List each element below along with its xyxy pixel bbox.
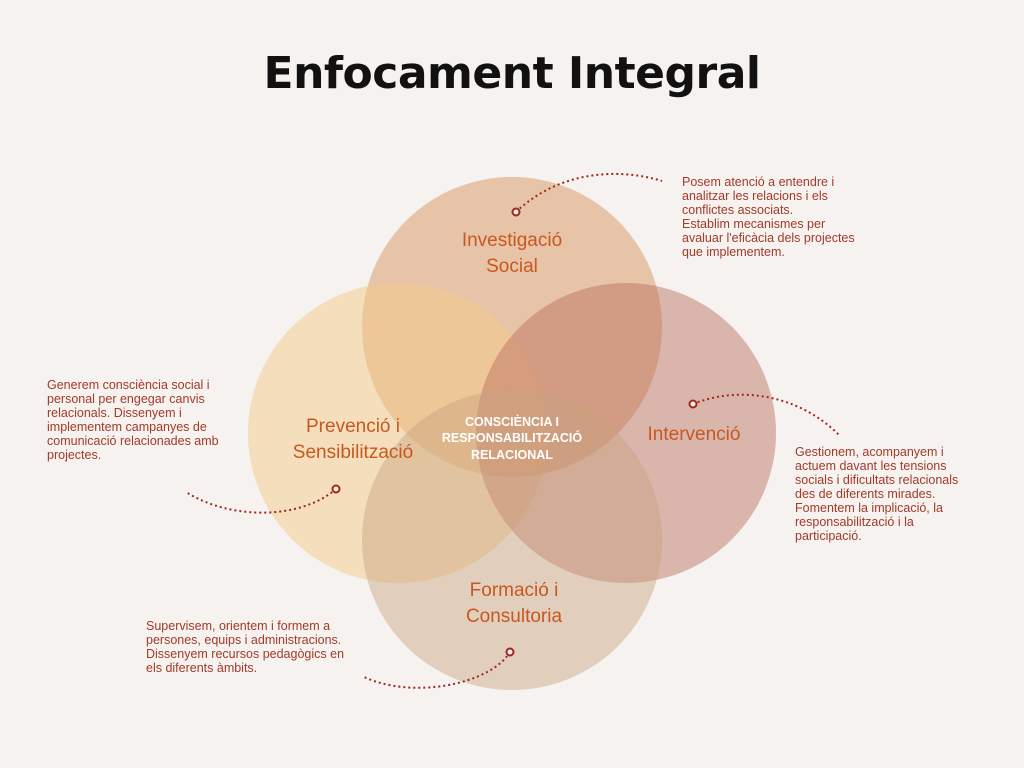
circle-formacio [362,390,662,690]
description-prevencio: Generem consciència social i personal pe… [47,378,219,462]
marker-dot [505,647,515,657]
connector-investigacio [515,172,663,213]
marker-dot [331,484,341,494]
label-line: Social [486,255,538,277]
label-line: Intervenció [647,424,741,445]
description-intervencio: Gestionem, acompanyem i actuem davant le… [795,445,959,543]
center-line: CONSCIÈNCIA I [465,415,559,429]
circle-intervencio [476,283,776,583]
label-line: Consultoria [465,605,563,627]
marker-dot [688,399,698,409]
center-line: RELACIONAL [471,447,553,462]
label-line: Formació i [469,580,559,601]
center-line: RESPONSABILITZACIÓ [441,431,583,446]
page-title: Enfocament Integral [263,48,761,99]
label-formacio: Formació i Consultoria [414,578,614,629]
label-investigacio: Investigació Social [412,228,612,279]
label-line: Prevenció i [306,416,400,437]
description-formacio: Supervisem, orientem i formem a persones… [146,619,345,675]
center-label: CONSCIÈNCIA I RESPONSABILITZACIÓ RELACIO… [412,414,612,463]
label-line: Sensibilització [292,441,414,463]
label-line: Investigació [461,230,563,251]
label-prevencio: Prevenció i Sensibilització [253,414,453,465]
connector-formacio [361,651,511,689]
marker-dot [511,207,521,217]
description-investigacio: Posem atenció a entendre i analitzar les… [682,175,855,259]
circle-prevencio [248,283,548,583]
label-intervencio: Intervenció [594,422,794,448]
